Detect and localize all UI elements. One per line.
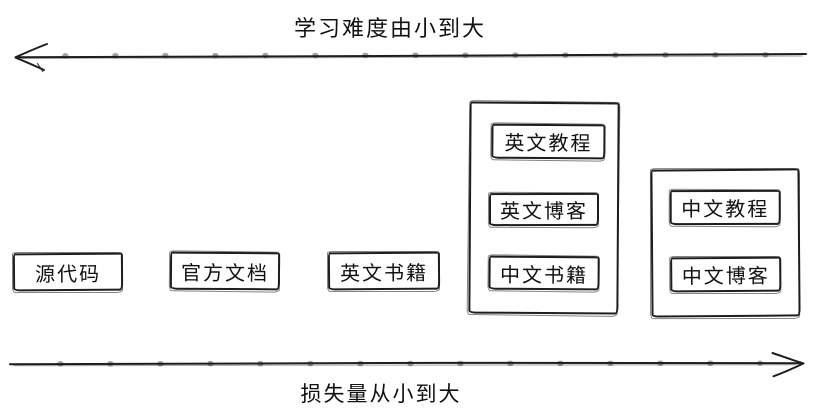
box-english-books: 英文书籍 [327,251,441,291]
arrow-line-ticks [62,52,783,59]
box-label: 中文教程 [681,196,770,222]
arrow-line-ticks [57,360,763,367]
box-chinese-books: 中文书籍 [488,255,600,291]
box-official-docs: 官方文档 [169,251,281,291]
arrow-line [15,53,807,59]
arrow-line-double [21,55,803,59]
box-chinese-tutorials: 中文教程 [669,189,781,226]
box-label: 英文书籍 [339,260,429,285]
arrow-head-icon [771,352,805,378]
box-label: 中文博客 [681,263,770,289]
box-label: 英文教程 [504,130,593,156]
box-source-code: 源代码 [12,252,124,292]
arrow-line-double [13,363,796,367]
resource-group-2: 中文教程 中文博客 [650,168,801,318]
box-english-blogs: 英文博客 [488,192,600,227]
arrow-head-hook [36,62,44,73]
learning-difficulty-arrow-left [14,43,807,73]
box-label: 官方文档 [180,260,270,285]
arrow-head-icon [14,43,48,71]
box-chinese-blogs: 中文博客 [670,256,782,293]
box-label: 英文博客 [499,198,589,224]
top-axis-label: 学习难度由小到大 [293,17,486,42]
bottom-axis-label: 损失量从小到大 [300,382,462,406]
box-english-tutorials: 英文教程 [491,123,606,160]
resource-group-1: 英文教程 英文博客 中文书籍 [468,101,620,315]
arrow-line [9,361,802,366]
loss-amount-arrow-right [9,352,805,378]
box-label: 中文书籍 [500,262,589,287]
box-label: 源代码 [34,261,102,286]
